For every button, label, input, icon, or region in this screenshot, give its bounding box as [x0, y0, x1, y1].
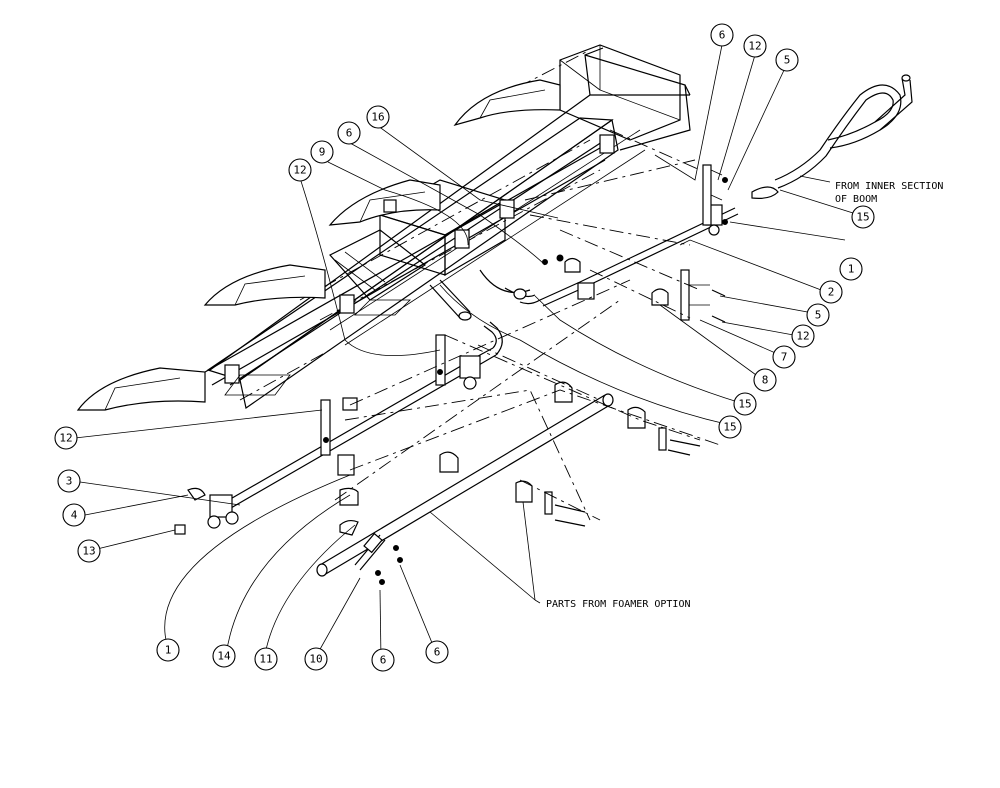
inner-section-note-line1: FROM INNER SECTION — [835, 181, 943, 192]
boom-frame — [204, 44, 691, 410]
callout-11: 11 — [254, 647, 278, 671]
callout-6-bottom-right: 6 — [425, 640, 449, 664]
callout-9: 9 — [310, 140, 334, 164]
callout-15-right: 15 — [851, 205, 875, 229]
svg-text:12: 12 — [293, 164, 306, 177]
callout-1-bottom: 1 — [156, 638, 180, 662]
inner-section-hose — [751, 74, 913, 199]
svg-text:15: 15 — [723, 421, 736, 434]
svg-text:16: 16 — [371, 111, 384, 124]
assembly-lines — [334, 129, 721, 521]
svg-text:12: 12 — [59, 432, 72, 445]
callout-6-bottom-left: 6 — [371, 648, 395, 672]
svg-text:5: 5 — [784, 54, 791, 67]
callout-15-mid: 15 — [733, 392, 757, 416]
leader-lines — [74, 44, 854, 661]
callout-5-top: 5 — [775, 48, 799, 72]
callout-16: 16 — [366, 105, 390, 129]
svg-text:1: 1 — [165, 644, 172, 657]
callout-2: 2 — [819, 280, 843, 304]
boom-brackets — [224, 134, 615, 396]
hoses — [429, 269, 536, 321]
svg-text:6: 6 — [346, 127, 353, 140]
svg-text:1: 1 — [848, 263, 855, 276]
callout-1-right: 1 — [839, 257, 863, 281]
svg-text:10: 10 — [309, 653, 322, 666]
callout-6-top: 6 — [710, 23, 734, 47]
inner-section-note-line2: OF BOOM — [835, 194, 877, 205]
svg-text:8: 8 — [762, 374, 769, 387]
boom-fenders — [76, 79, 561, 411]
callout-6-upper: 6 — [337, 121, 361, 145]
svg-text:2: 2 — [828, 286, 835, 299]
callout-8: 8 — [753, 368, 777, 392]
svg-text:11: 11 — [259, 653, 272, 666]
svg-text:6: 6 — [380, 654, 387, 667]
svg-text:9: 9 — [319, 146, 326, 159]
svg-text:13: 13 — [82, 545, 95, 558]
callout-10: 10 — [304, 647, 328, 671]
svg-text:6: 6 — [719, 29, 726, 42]
foamer-option-note: PARTS FROM FOAMER OPTION — [546, 599, 691, 610]
svg-text:3: 3 — [66, 475, 73, 488]
lower-spray-bar — [174, 321, 503, 536]
callout-15-lower: 15 — [718, 415, 742, 439]
svg-text:12: 12 — [796, 330, 809, 343]
callout-12-mid: 12 — [791, 324, 815, 348]
callout-7: 7 — [772, 345, 796, 369]
svg-text:6: 6 — [434, 646, 441, 659]
svg-text:7: 7 — [781, 351, 788, 364]
callout-4: 4 — [62, 503, 86, 527]
callout-5-mid: 5 — [806, 303, 830, 327]
upper-spray-bar — [519, 164, 739, 323]
callout-14: 14 — [212, 644, 236, 668]
svg-text:12: 12 — [748, 40, 761, 53]
svg-text:5: 5 — [815, 309, 822, 322]
callout-3: 3 — [57, 469, 81, 493]
svg-text:4: 4 — [71, 509, 78, 522]
callout-12-left: 12 — [54, 426, 78, 450]
callout-13: 13 — [77, 539, 101, 563]
foamer-option-parts — [316, 381, 701, 585]
callout-12-upper-left: 12 — [288, 158, 312, 182]
svg-text:14: 14 — [217, 650, 231, 663]
callout-12-top: 12 — [743, 34, 767, 58]
svg-text:15: 15 — [738, 398, 751, 411]
svg-text:15: 15 — [856, 211, 869, 224]
